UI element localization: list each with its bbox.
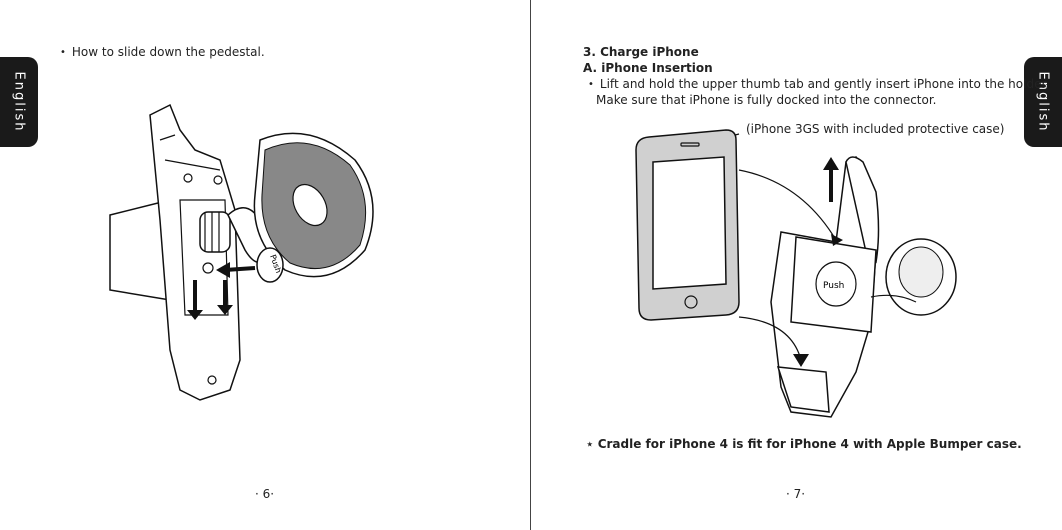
right-page: English 3. Charge iPhone A. iPhone Inser… [531, 0, 1062, 530]
section-title: 3. Charge iPhone [583, 45, 699, 59]
subsection-title: A. iPhone Insertion [583, 61, 713, 75]
instruction-line-2: Make sure that iPhone is fully docked in… [596, 93, 937, 107]
left-page: English How to slide down the pedestal. … [0, 0, 531, 530]
language-tab-label: English [11, 71, 27, 133]
star-icon: ⋆ [586, 437, 594, 451]
pedestal-illustration: Push [109, 103, 374, 401]
iphone-insertion-illustration: Push [635, 129, 957, 418]
instruction-bullet: How to slide down the pedestal. [60, 45, 265, 59]
illustration-caption: (iPhone 3GS with included protective cas… [746, 122, 1005, 136]
instruction-line-1: Lift and hold the upper thumb tab and ge… [588, 77, 1049, 91]
page-number: 7 [786, 487, 805, 501]
note-text: Cradle for iPhone 4 is fit for iPhone 4 … [597, 437, 1022, 451]
push-label: Push [823, 281, 844, 291]
language-tab: English [1024, 57, 1062, 147]
page-number: 6 [255, 487, 274, 501]
page-divider [530, 0, 531, 530]
note-line: ⋆ Cradle for iPhone 4 is fit for iPhone … [586, 437, 1022, 451]
language-tab: English [0, 57, 38, 147]
